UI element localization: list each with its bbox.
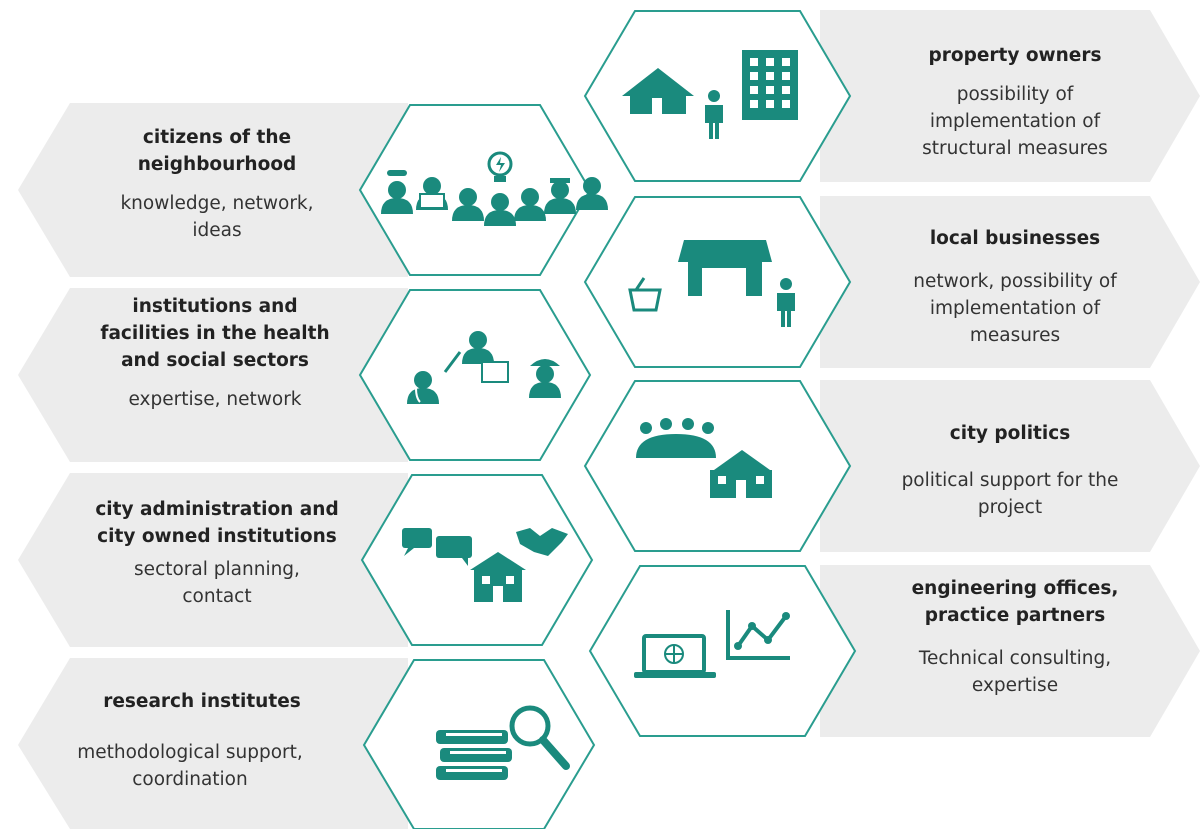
house-person-building-icon: [622, 50, 798, 139]
chat-handshake-building-icon: [402, 528, 568, 602]
left-item-1-description: expertise, network: [128, 389, 302, 410]
right-item-0-title: property owners: [928, 45, 1102, 66]
left-arrow-1: [18, 288, 408, 462]
right-arrow-2: [820, 380, 1200, 552]
hexagon-city-politics: [583, 380, 852, 552]
right-item-0: property owners possibility of implement…: [870, 42, 1160, 162]
right-arrow-0: [820, 10, 1200, 182]
right-item-2-title: city politics: [949, 423, 1071, 444]
shop-basket-person-icon: [628, 240, 795, 327]
people-group-icon: [381, 151, 608, 226]
right-item-1-title: local businesses: [929, 228, 1101, 249]
left-item-2-title: city administration and city owned insti…: [95, 499, 339, 547]
right-item-3-description: Technical consulting, expertise: [918, 648, 1112, 696]
left-item-0-description: knowledge, network, ideas: [120, 193, 314, 241]
right-item-2-description: political support for the project: [901, 470, 1119, 518]
left-arrow-0: [18, 103, 408, 277]
laptop-chart-icon: [634, 610, 790, 678]
right-item-1: local businesses network, possibility of…: [870, 225, 1160, 349]
left-item-1-title: institutions and facilities in the healt…: [100, 296, 330, 371]
hexagon-city-admin: [360, 474, 594, 646]
left-item-0: citizens of the neighbourhood knowledge,…: [92, 124, 342, 244]
left-item-3-description: methodological support, coordination: [77, 742, 303, 790]
left-item-0-title: citizens of the neighbourhood: [137, 127, 297, 175]
doctor-teacher-worker-icon: [407, 331, 561, 404]
meeting-cityhall-icon: [636, 418, 772, 498]
right-item-3-title: engineering offices, practice partners: [911, 578, 1119, 626]
left-item-3: research institutes methodological suppo…: [42, 688, 392, 793]
left-item-2: city administration and city owned insti…: [72, 496, 362, 610]
left-item-2-description: sectoral planning, contact: [134, 559, 300, 607]
right-item-0-description: possibility of implementation of structu…: [922, 84, 1108, 159]
right-item-3: engineering offices, practice partners T…: [855, 575, 1175, 699]
left-arrow-2: [18, 473, 408, 647]
hexagon-research: [362, 659, 596, 829]
hexagon-health-social: [358, 289, 592, 461]
right-item-2: city politics political support for the …: [865, 420, 1155, 521]
left-arrow-3: [18, 658, 408, 829]
hexagon-engineering: [588, 565, 857, 737]
left-item-1: institutions and facilities in the healt…: [100, 293, 330, 413]
right-item-1-description: network, possibility of implementation o…: [913, 271, 1117, 346]
left-item-3-title: research institutes: [103, 691, 301, 712]
right-arrow-1: [820, 196, 1200, 368]
right-arrow-3: [820, 565, 1200, 737]
books-magnifier-icon: [436, 705, 570, 780]
